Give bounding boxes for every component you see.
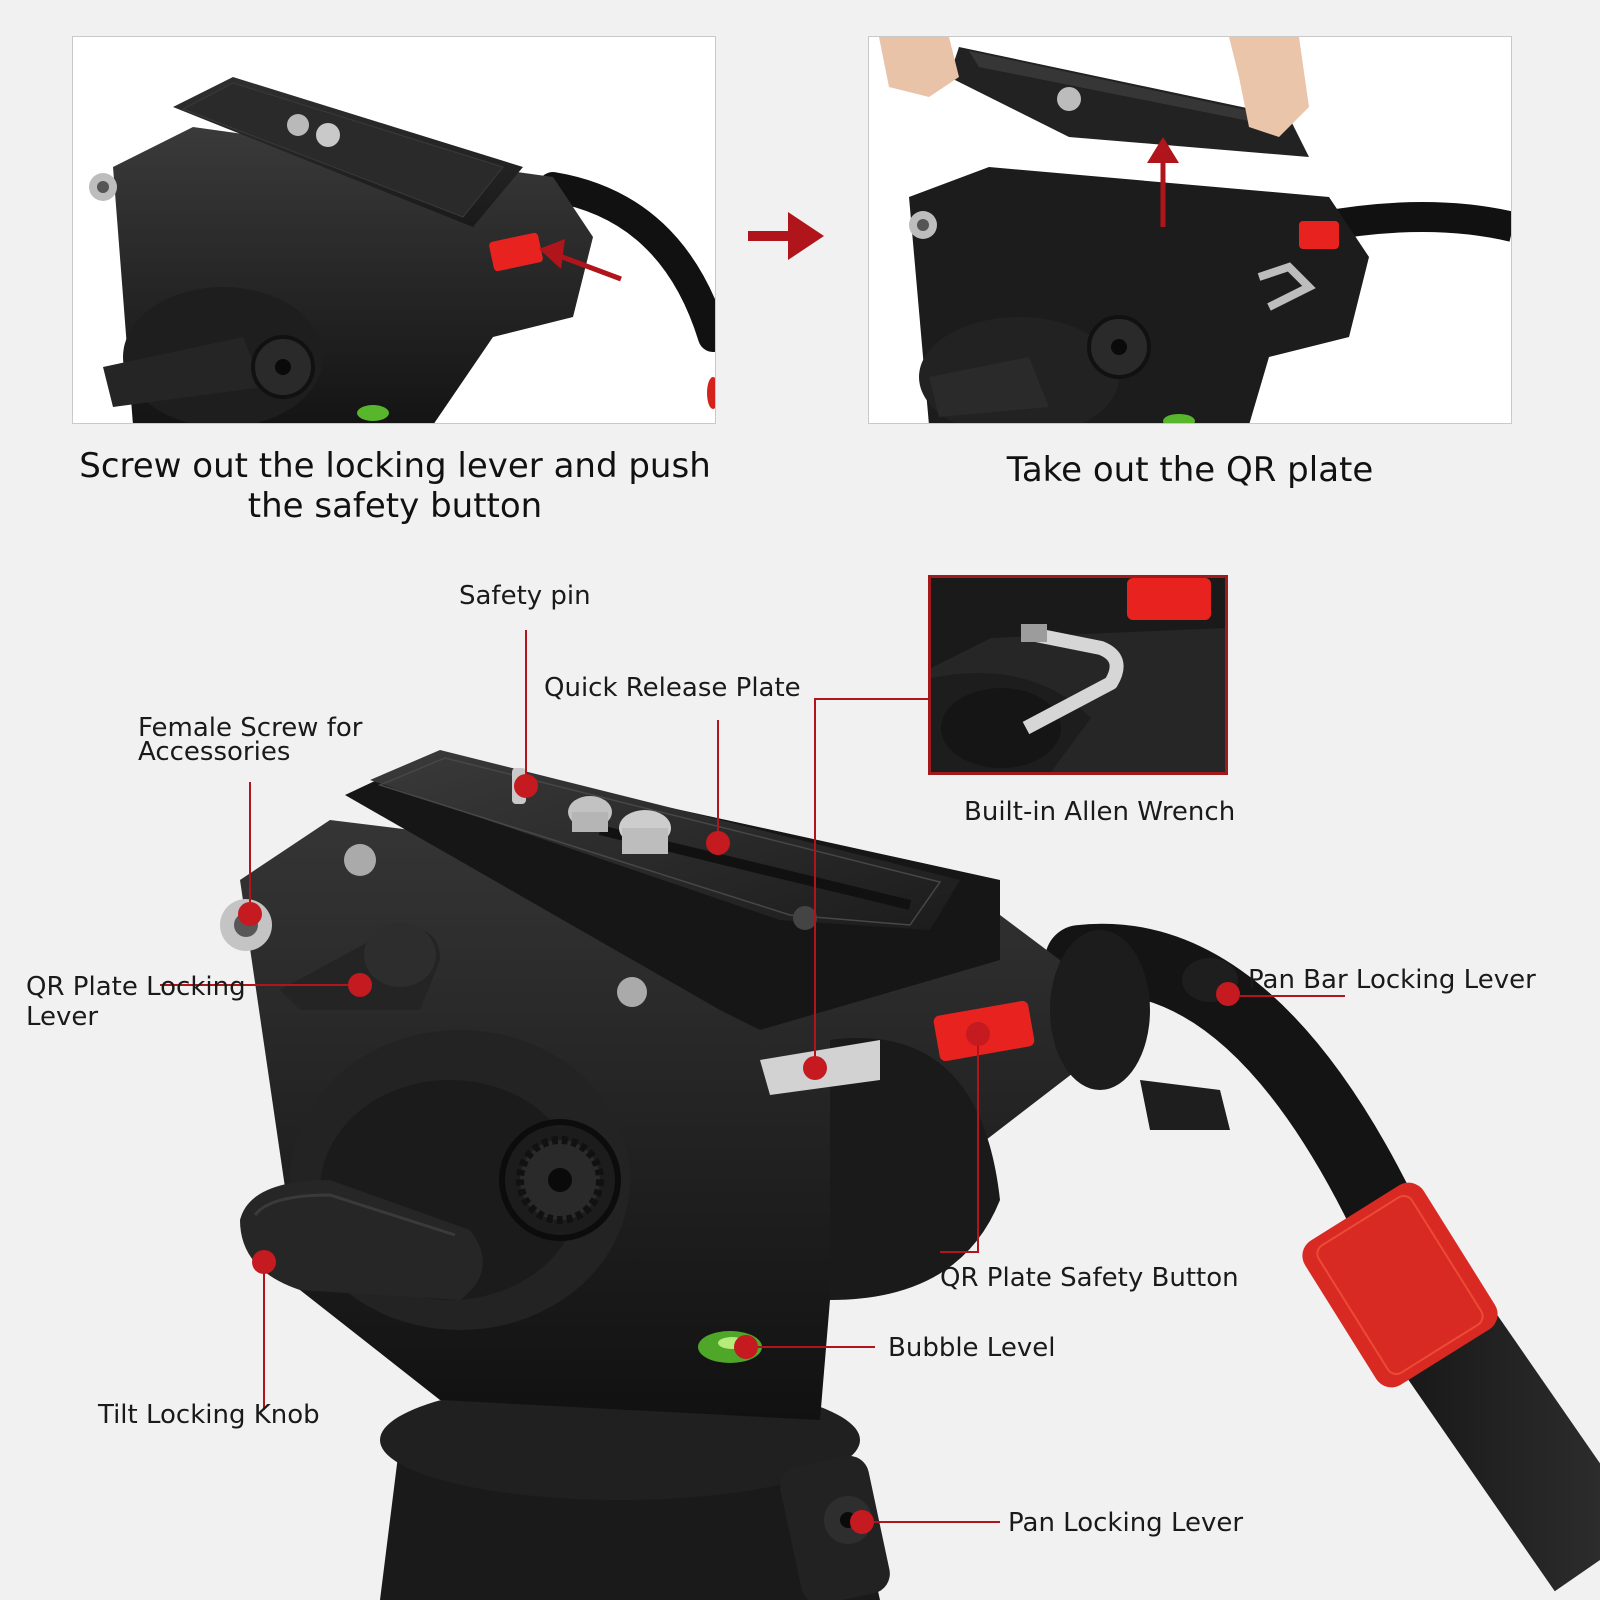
right-arrow-icon [748,208,828,264]
label-qr-plate-locking-lever: QR Plate Locking Lever [26,972,246,1032]
callout-dot-female-screw [238,902,262,926]
callout-dot-pan-locking-lever [850,1510,874,1534]
allen-wrench-inset [928,575,1228,775]
callout-dot-quick-release-plate [706,831,730,855]
step-one-head-illustration [89,77,715,423]
callout-dot-pan-bar-locking-lever [1216,982,1240,1006]
label-bubble-level: Bubble Level [888,1333,1056,1363]
callout-dot-bubble-level [734,1335,758,1359]
callout-dot-qr-plate-locking-lever [348,973,372,997]
inset-safety-button [1127,578,1211,620]
callout-dots [238,774,1240,1534]
callout-lines [160,630,1345,1523]
label-tilt-locking-knob: Tilt Locking Knob [98,1400,320,1430]
quick-release-plate [344,750,1035,1363]
allen-wrench-shape [1022,627,1124,735]
step-two-photo [868,36,1512,424]
pan-bar-red-collar [1302,1182,1498,1388]
label-female-screw: Female Screw for Accessories [138,713,363,767]
callout-dot-allen-wrench [803,1056,827,1080]
label-quick-release-plate: Quick Release Plate [544,673,801,703]
step-one-caption: Screw out the locking lever and push the… [79,446,711,526]
label-qr-plate-safety-button: QR Plate Safety Button [940,1263,1239,1293]
callout-dot-tilt-locking-knob [252,1250,276,1274]
callout-dot-safety-pin [514,774,538,798]
step-two-head-illustration [879,37,1511,423]
pan-bar [1045,923,1600,1592]
allen-wrench-illustration [931,578,1225,772]
label-built-in-allen-wrench: Built-in Allen Wrench [964,797,1236,827]
label-safety-pin: Safety pin [459,581,591,611]
step-one-photo [72,36,716,424]
step-two-caption: Take out the QR plate [1006,450,1374,490]
callout-dot-safety-button [966,1022,990,1046]
label-pan-locking-lever: Pan Locking Lever [1008,1508,1244,1538]
label-pan-bar-locking-lever: Pan Bar Locking Lever [1248,965,1536,995]
